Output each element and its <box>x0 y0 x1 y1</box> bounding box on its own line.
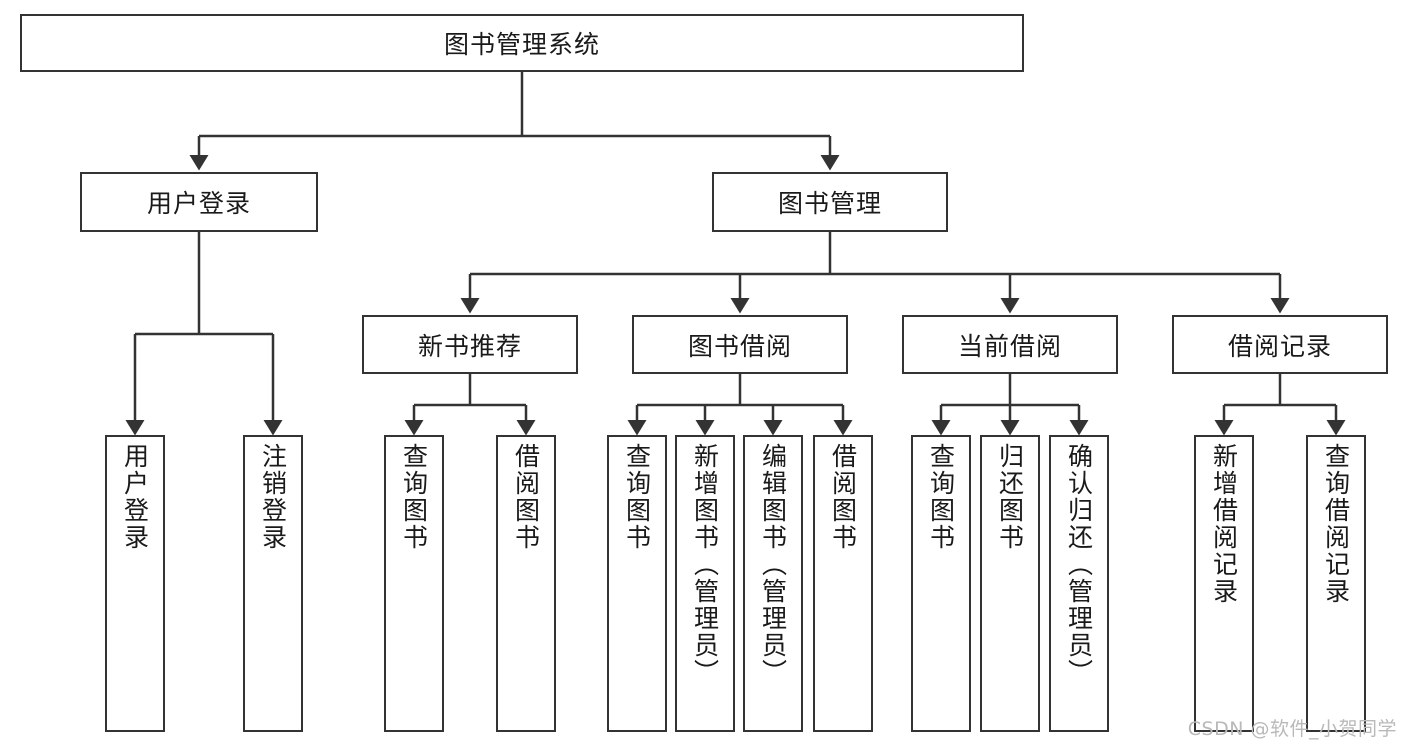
leaf-current-borrow-query-book[interactable]: 查询图书 <box>911 435 971 732</box>
node-borrow-record[interactable]: 借阅记录 <box>1172 315 1388 374</box>
node-label: 新书推荐 <box>417 331 522 361</box>
leaf-user-login-logout[interactable]: 注销登录 <box>243 435 303 732</box>
leaf-borrow-record-query-record[interactable]: 查询借阅记录 <box>1306 435 1366 732</box>
node-label: 图书管理系统 <box>443 30 600 59</box>
leaf-book-borrow-add-book-admin[interactable]: 新增图书（管理员） <box>675 435 735 732</box>
node-label: 注销登录 <box>258 443 288 551</box>
node-label: 借阅图书 <box>511 443 541 551</box>
node-label: 用户登录 <box>146 189 251 218</box>
node-root-book-management-system[interactable]: 图书管理系统 <box>20 14 1024 72</box>
node-label: 查询借阅记录 <box>1321 443 1351 605</box>
node-label: 查询图书 <box>926 443 956 551</box>
node-label: 归还图书 <box>995 443 1025 551</box>
leaf-book-borrow-query-book[interactable]: 查询图书 <box>607 435 667 732</box>
node-label: 确认归还（管理员） <box>1064 443 1094 686</box>
node-label: 用户登录 <box>120 443 150 551</box>
leaf-new-book-borrow-book[interactable]: 借阅图书 <box>496 435 556 732</box>
node-new-book-recommend[interactable]: 新书推荐 <box>362 315 578 374</box>
leaf-new-book-query-book[interactable]: 查询图书 <box>384 435 444 732</box>
csdn-watermark: CSDN @软件_小贺同学 <box>1187 718 1397 740</box>
node-book-management[interactable]: 图书管理 <box>712 172 948 232</box>
node-label: 图书管理 <box>777 189 882 218</box>
leaf-current-borrow-return-book[interactable]: 归还图书 <box>980 435 1040 732</box>
leaf-borrow-record-add-record[interactable]: 新增借阅记录 <box>1194 435 1254 732</box>
node-current-borrow[interactable]: 当前借阅 <box>902 315 1118 374</box>
leaf-book-borrow-edit-book-admin[interactable]: 编辑图书（管理员） <box>743 435 803 732</box>
node-label: 编辑图书（管理员） <box>758 443 788 686</box>
node-label: 图书借阅 <box>687 331 792 361</box>
leaf-book-borrow-borrow-book[interactable]: 借阅图书 <box>813 435 873 732</box>
node-label: 当前借阅 <box>957 331 1062 361</box>
node-label: 查询图书 <box>399 443 429 551</box>
node-user-login[interactable]: 用户登录 <box>80 172 318 232</box>
leaf-current-borrow-confirm-return-admin[interactable]: 确认归还（管理员） <box>1049 435 1109 732</box>
node-label: 借阅图书 <box>828 443 858 551</box>
node-label: 借阅记录 <box>1227 331 1332 361</box>
node-label: 新增借阅记录 <box>1209 443 1239 605</box>
node-label: 新增图书（管理员） <box>690 443 720 686</box>
leaf-user-login-login[interactable]: 用户登录 <box>105 435 165 732</box>
node-book-borrow[interactable]: 图书借阅 <box>632 315 848 374</box>
node-label: 查询图书 <box>622 443 652 551</box>
